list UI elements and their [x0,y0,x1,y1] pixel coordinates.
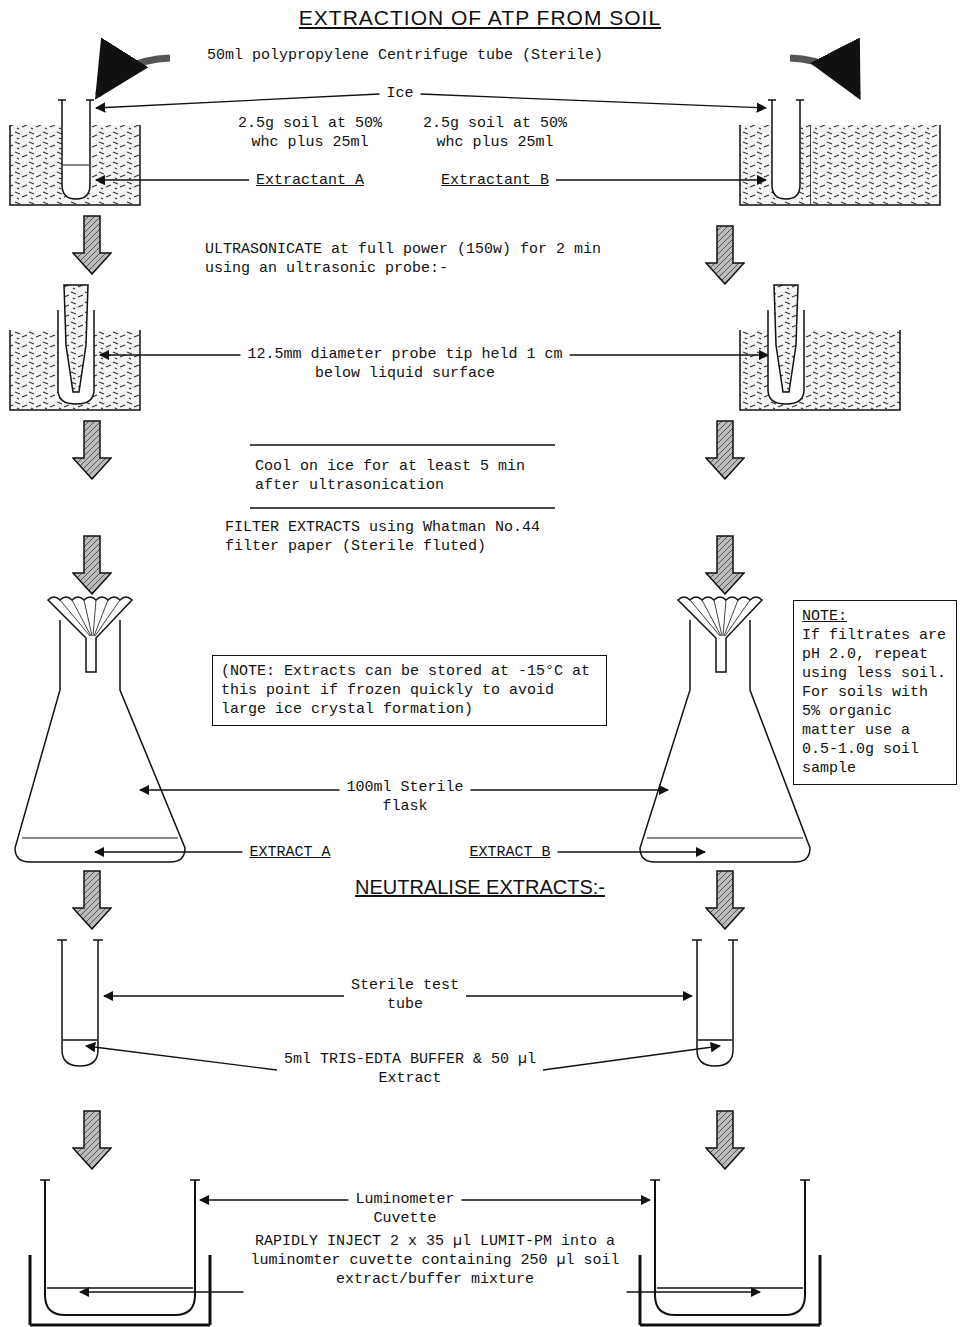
leader-arrow [556,179,766,180]
annotation-label: ULTRASONICATE at full power (150w) for 2… [205,240,645,278]
leader-arrow [86,1046,277,1070]
leader-arrow [96,94,379,108]
note-box: (NOTE: Extracts can be stored at -15°C a… [212,655,607,726]
leader-arrow [421,94,767,108]
funnel-flask [15,597,185,862]
annotation-label: 12.5mm diameter probe tip held 1 cm belo… [225,345,585,383]
leader-arrow [466,995,692,996]
ice-bath [740,100,940,205]
note-text: If filtrates are pH 2.0, repeat using le… [802,626,948,778]
curved-arrow [98,58,170,95]
annotation-label: EXTRACT A [220,843,360,862]
funnel-flask [640,597,810,862]
leader-arrow [558,851,706,852]
title: EXTRACTION OF ATP FROM SOIL [0,6,960,30]
annotation-label: Sterile test tube [330,976,480,1014]
rule [250,445,555,508]
flow-arrow [706,421,744,479]
flow-arrow [706,871,744,929]
annotation-label: Ice [370,84,430,103]
leader-arrow [627,1291,760,1292]
leader-arrow [471,789,668,790]
leader-arrow [100,354,240,355]
leader-lines [80,94,768,1292]
leader-arrow [570,354,768,355]
flow-arrow [73,421,111,479]
sonication-bath [740,285,900,410]
leader-arrow [543,1046,720,1070]
annotation-label: Cool on ice for at least 5 min after ult… [255,457,555,495]
flow-arrow [73,216,111,274]
leader-arrow [200,1199,348,1200]
flow-arrow [706,1111,744,1169]
luminometer-cuvette [640,1180,820,1325]
annotation-label: Extractant A [235,171,385,190]
ice-bath [10,100,140,205]
leader-arrow [140,789,339,790]
flow-arrow [706,226,744,284]
annotation-label: RAPIDLY INJECT 2 x 35 µl LUMIT-PM into a… [215,1232,655,1289]
note-text: NOTE: [802,607,847,626]
annotation-label: EXTRACT B [440,843,580,862]
sonication-bath [10,285,140,410]
flow-arrow [73,536,111,594]
flow-arrow [73,1111,111,1169]
note-box: NOTE:If filtrates are pH 2.0, repeat usi… [793,600,957,785]
flow-arrow [706,536,744,594]
leader-arrow [95,851,242,852]
annotation-label: 50ml polypropylene Centrifuge tube (Ster… [175,46,635,65]
annotation-label: 5ml TRIS-EDTA BUFFER & 50 µl Extract [250,1050,570,1088]
annotation-label: FILTER EXTRACTS using Whatman No.44 filt… [225,518,585,556]
curved-arrow [790,58,858,95]
annotation-label: Extractant B [420,171,570,190]
annotation-label: 100ml Sterile flask [330,778,480,816]
note-text: (NOTE: Extracts can be stored at -15°C a… [221,662,598,719]
luminometer-cuvette [30,1180,210,1325]
annotation-label: 2.5g soil at 50% whc plus 25ml [235,114,385,152]
leader-arrow [96,179,249,180]
leader-arrow [104,995,344,996]
leader-arrow [462,1199,650,1200]
annotation-label: Luminometer Cuvette [330,1190,480,1228]
leader-arrow [80,1291,243,1292]
annotation-label: NEUTRALISE EXTRACTS:- [180,878,780,897]
flow-arrow [73,871,111,929]
annotation-label: 2.5g soil at 50% whc plus 25ml [420,114,570,152]
